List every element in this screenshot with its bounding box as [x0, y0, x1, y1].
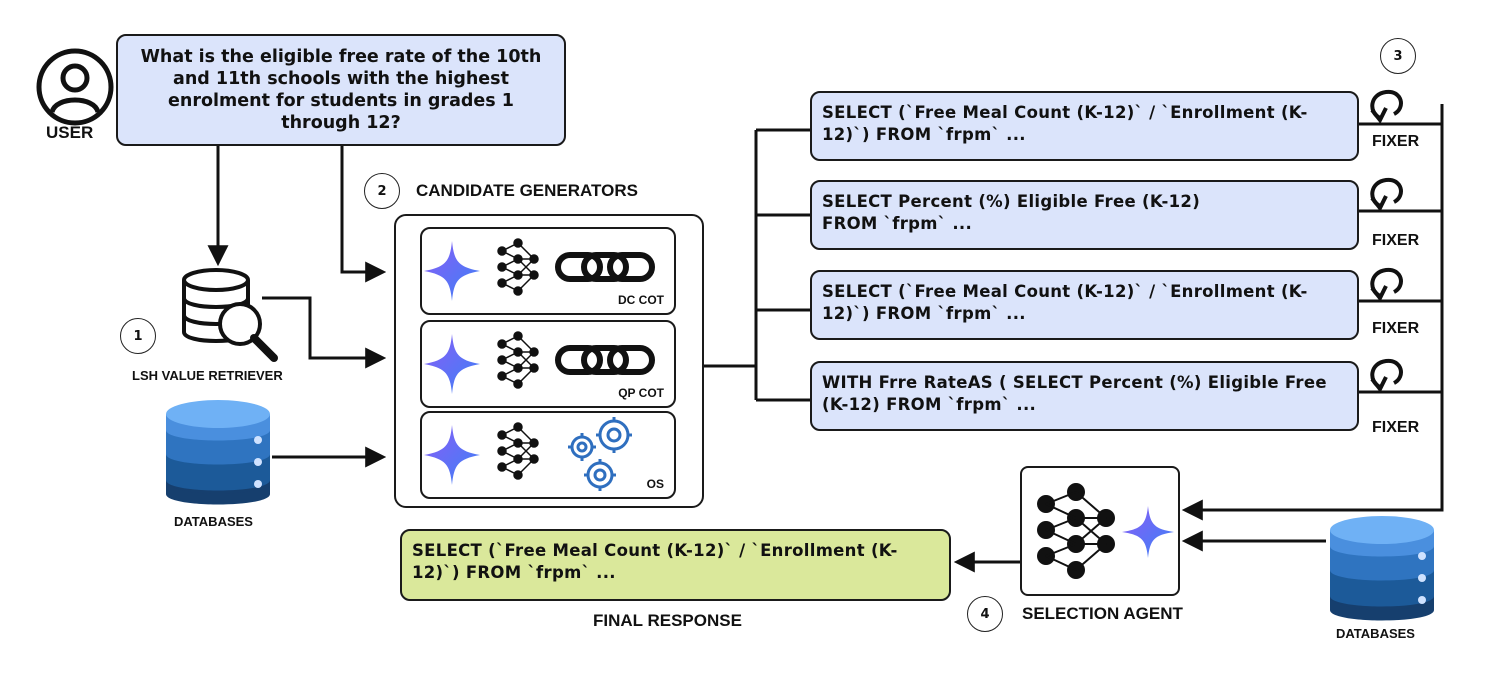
- candidate-sql-1: SELECT (`Free Meal Count (K-12)` / `Enro…: [810, 91, 1359, 161]
- gemini-star-icon: [424, 331, 655, 394]
- fixer-label: FIXER: [1372, 133, 1420, 150]
- neural-network-icon: [1037, 483, 1174, 579]
- databases-left-label: DATABASES: [174, 514, 253, 529]
- fixer-loop-icon: [1366, 176, 1416, 218]
- fixer-label: FIXER: [1372, 419, 1420, 436]
- chain-link-icon: [555, 345, 655, 375]
- user-icon: [36, 48, 114, 126]
- neural-network-icon: [497, 331, 539, 389]
- database-icon-left: [162, 396, 274, 508]
- candidate-sql-4: WITH Frre RateAS ( SELECT Percent (%) El…: [810, 361, 1359, 431]
- candidate-sql-3: SELECT (`Free Meal Count (K-12)` / `Enro…: [810, 270, 1359, 340]
- question-box: What is the eligible free rate of the 10…: [116, 34, 566, 146]
- final-response-label: FINAL RESPONSE: [593, 611, 742, 630]
- lsh-retriever-icon: [178, 262, 282, 362]
- user-label: USER: [46, 123, 94, 142]
- generators-container: [394, 214, 704, 508]
- generators-title: CANDIDATE GENERATORS: [416, 181, 638, 200]
- fixer-label: FIXER: [1372, 320, 1420, 337]
- arrow-retriever-to-generators: [262, 296, 387, 369]
- panel-label: QP COT: [618, 386, 664, 400]
- selection-agent-box: [1020, 466, 1180, 596]
- gemini-star-icon: [1122, 506, 1174, 558]
- step-4-badge: 4: [967, 596, 1003, 632]
- step-2-badge: 2: [364, 173, 400, 209]
- fixer-loop-icon: [1366, 88, 1416, 130]
- databases-right-label: DATABASES: [1336, 626, 1415, 641]
- generator-panel-qp-cot: QP COT: [420, 320, 676, 408]
- panel-label: DC COT: [618, 293, 664, 307]
- gears-icon: [568, 417, 632, 491]
- generator-panel-os: OS: [420, 411, 676, 499]
- generator-panel-dc-cot: DC COT: [420, 227, 676, 315]
- gemini-star-icon: [424, 417, 632, 491]
- final-response-box: SELECT (`Free Meal Count (K-12)` / `Enro…: [400, 529, 951, 601]
- fixer-loop-icon: [1366, 266, 1416, 308]
- step-3-badge: 3: [1380, 38, 1416, 74]
- step-1-badge: 1: [120, 318, 156, 354]
- arrow-question-to-generators: [340, 146, 387, 283]
- retriever-label: LSH VALUE RETRIEVER: [132, 368, 283, 383]
- arrow-fixers-to-selection: [1181, 104, 1444, 521]
- selection-agent-label: SELECTION AGENT: [1022, 604, 1183, 623]
- panel-label: OS: [646, 477, 664, 491]
- neural-network-icon: [497, 238, 539, 296]
- fixer-loop-icon: [1366, 357, 1416, 399]
- candidate-sql-2: SELECT Percent (%) Eligible Free (K-12) …: [810, 180, 1359, 250]
- gemini-star-icon: [424, 238, 655, 301]
- database-icon-right: [1326, 512, 1438, 624]
- chain-link-icon: [555, 252, 655, 282]
- neural-network-icon: [497, 422, 539, 480]
- fixer-label: FIXER: [1372, 232, 1420, 249]
